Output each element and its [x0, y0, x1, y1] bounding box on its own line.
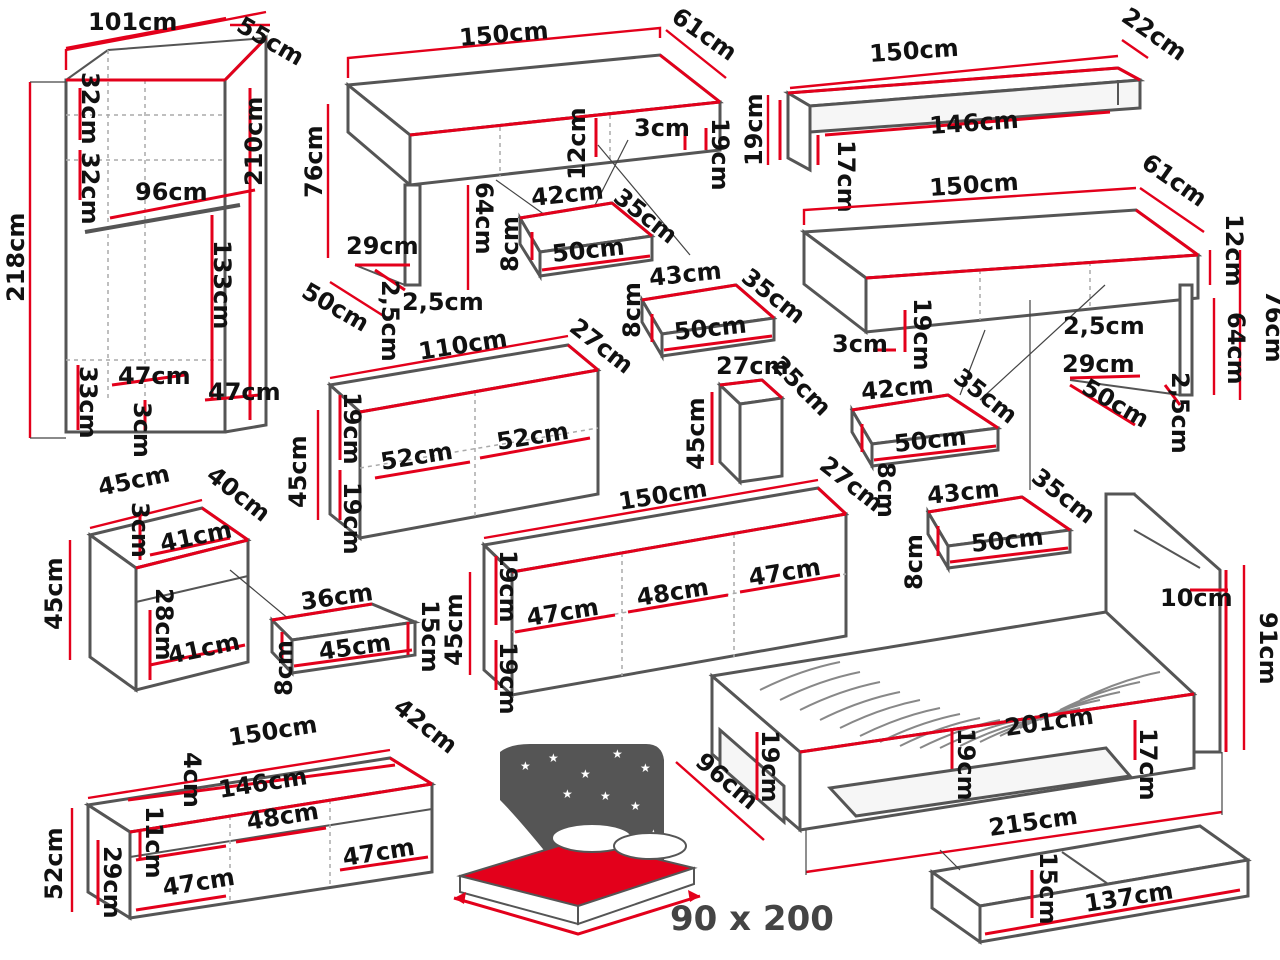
- wardrobe-rail-label: 96cm: [135, 178, 208, 206]
- cube-height-label: 45cm: [682, 397, 710, 470]
- drawer-c: [849, 393, 1003, 472]
- desk-right-depth-label: 61cm: [1137, 148, 1213, 213]
- shelf-inner-label: 146cm: [928, 106, 1019, 140]
- mattress-illustration: ★ ★ ★ ★ ★ ★ ★ ★ ★: [453, 744, 701, 936]
- svg-text:★: ★: [562, 787, 573, 801]
- cube-cabinet: [710, 378, 786, 486]
- shelf-width-label: 150cm: [868, 34, 959, 68]
- desk-top-drawer-gap-label: 3cm: [634, 114, 690, 142]
- wardrobe-width-label: 101cm: [88, 8, 177, 36]
- dresser-width-label: 150cm: [227, 710, 320, 752]
- bed-slats: [759, 661, 1161, 749]
- drawer-a-height-label: 8cm: [496, 216, 524, 272]
- cube-width-label: 27cm: [716, 352, 789, 380]
- wardrobe-hanging-label: 133cm: [208, 240, 236, 329]
- sideboard-small-height-label: 45cm: [284, 435, 312, 508]
- desk-top-leg-height-label: 64cm: [470, 182, 498, 255]
- drawer-a: [517, 201, 656, 282]
- wardrobe-inner-height-label: 210cm: [240, 97, 268, 186]
- svg-text:★: ★: [612, 747, 623, 761]
- nightstand: [68, 498, 291, 693]
- dresser: [70, 748, 437, 921]
- wardrobe-bottom-right-label: 47cm: [208, 378, 281, 406]
- wardrobe-bottom-height-label: 33cm: [74, 366, 102, 439]
- desk-right-drawer-height-label: 19cm: [908, 298, 936, 371]
- wardrobe-shelf-second-label: 32cm: [76, 152, 104, 225]
- desk-right-foot-width-label: 29cm: [1062, 350, 1135, 378]
- svg-text:★: ★: [630, 799, 641, 813]
- desk-top-foot-width-label: 29cm: [346, 232, 419, 260]
- bed-headboard-depth-label: 10cm: [1160, 584, 1233, 612]
- desk-top-drawer-height-label: 12cm: [563, 107, 591, 180]
- wardrobe-shelf-top-label: 32cm: [76, 72, 104, 145]
- svg-text:★: ★: [548, 751, 559, 765]
- desk-top-depth-label: 61cm: [667, 2, 743, 67]
- svg-text:★: ★: [580, 767, 591, 781]
- sideboard-long-bottom-shelf-label: 19cm: [494, 642, 522, 715]
- sideboard-small: [316, 334, 602, 542]
- nightstand-top-gap-label: 3cm: [126, 502, 154, 558]
- wall-shelf: [766, 39, 1149, 173]
- wardrobe: [28, 10, 270, 439]
- sideboard-long-top-shelf-label: 19cm: [494, 550, 522, 623]
- drawer-b-height-label: 8cm: [618, 282, 646, 338]
- shelf-inner-height-label: 17cm: [832, 140, 860, 213]
- bed-outer-length-label: 215cm: [987, 802, 1079, 842]
- desk-right-leg-thickness-a-label: 2,5cm: [1063, 312, 1145, 340]
- bed-headboard-label: 91cm: [1254, 612, 1280, 685]
- desk-top-width-label: 150cm: [458, 16, 549, 52]
- bed: [675, 492, 1246, 875]
- sideboard-small-bottom-shelf-label: 19cm: [338, 482, 366, 555]
- nightstand-height-label: 45cm: [40, 557, 68, 630]
- desk-right-leg-height-label: 64cm: [1222, 312, 1250, 385]
- wardrobe-height-label: 218cm: [2, 213, 30, 302]
- nightstand-width-label: 45cm: [95, 459, 172, 501]
- desk-top-leg-thickness-b-label: 2,5cm: [376, 280, 404, 362]
- bed-drawer-height-label: 15cm: [1034, 852, 1062, 925]
- wardrobe-bottom-left-label: 47cm: [118, 362, 191, 390]
- dresser-height-label: 52cm: [40, 827, 68, 900]
- dresser-lower-height-label: 29cm: [98, 846, 126, 919]
- drawer-b: [639, 283, 778, 362]
- desk-top-edge-label: 19cm: [706, 118, 734, 191]
- mattress-size-label: 90 x 200: [670, 899, 834, 939]
- drawer-b-front-label: 43cm: [648, 257, 723, 292]
- shelf-height-label: 19cm: [740, 93, 768, 166]
- drawer-c-height-label: 8cm: [872, 462, 900, 518]
- bed-drawer: [928, 824, 1252, 945]
- sideboard-small-top-shelf-label: 19cm: [338, 392, 366, 465]
- shelf-depth-label: 22cm: [1117, 2, 1193, 67]
- desk-right-foot-depth-label: 50cm: [1077, 373, 1154, 434]
- desk-right-edge-label: 12cm: [1220, 214, 1248, 287]
- nightstand-drawer: [268, 602, 421, 677]
- desk-right-height-label: 76cm: [1260, 290, 1280, 363]
- desk-top-leg-thickness-a-label: 2,5cm: [402, 288, 484, 316]
- wardrobe-plinth-label: 3cm: [128, 402, 156, 458]
- drawer-d: [925, 495, 1075, 574]
- dresser-top-gap-label: 4cm: [178, 752, 206, 808]
- svg-text:★: ★: [520, 759, 531, 773]
- desk-right: [799, 186, 1242, 490]
- dresser-depth-label: 42cm: [388, 693, 462, 760]
- sideboard-long: [468, 478, 850, 699]
- desk-right-leg-thickness-b-label: 2,5cm: [1166, 372, 1194, 454]
- nightstand-cabinet-height-label: 28cm: [150, 588, 178, 661]
- desk-top: [326, 26, 727, 322]
- svg-text:★: ★: [640, 761, 651, 775]
- nightstand-drawer-height-label: 15cm: [416, 600, 444, 673]
- bed-rail-height-label: 19cm: [952, 728, 980, 801]
- nightstand-drawer-side-label: 8cm: [270, 640, 298, 696]
- dresser-drawer-height-label: 11cm: [140, 806, 168, 879]
- sideboard-long-height-label: 45cm: [440, 593, 468, 666]
- drawer-d-height-label: 8cm: [900, 534, 928, 590]
- desk-top-height-label: 76cm: [300, 125, 328, 198]
- bed-side-height-label: 19cm: [756, 730, 784, 803]
- desk-right-gap-label: 3cm: [832, 330, 888, 358]
- svg-text:★: ★: [600, 789, 611, 803]
- bed-inner-height-label: 17cm: [1134, 728, 1162, 801]
- desk-right-width-label: 150cm: [928, 168, 1019, 202]
